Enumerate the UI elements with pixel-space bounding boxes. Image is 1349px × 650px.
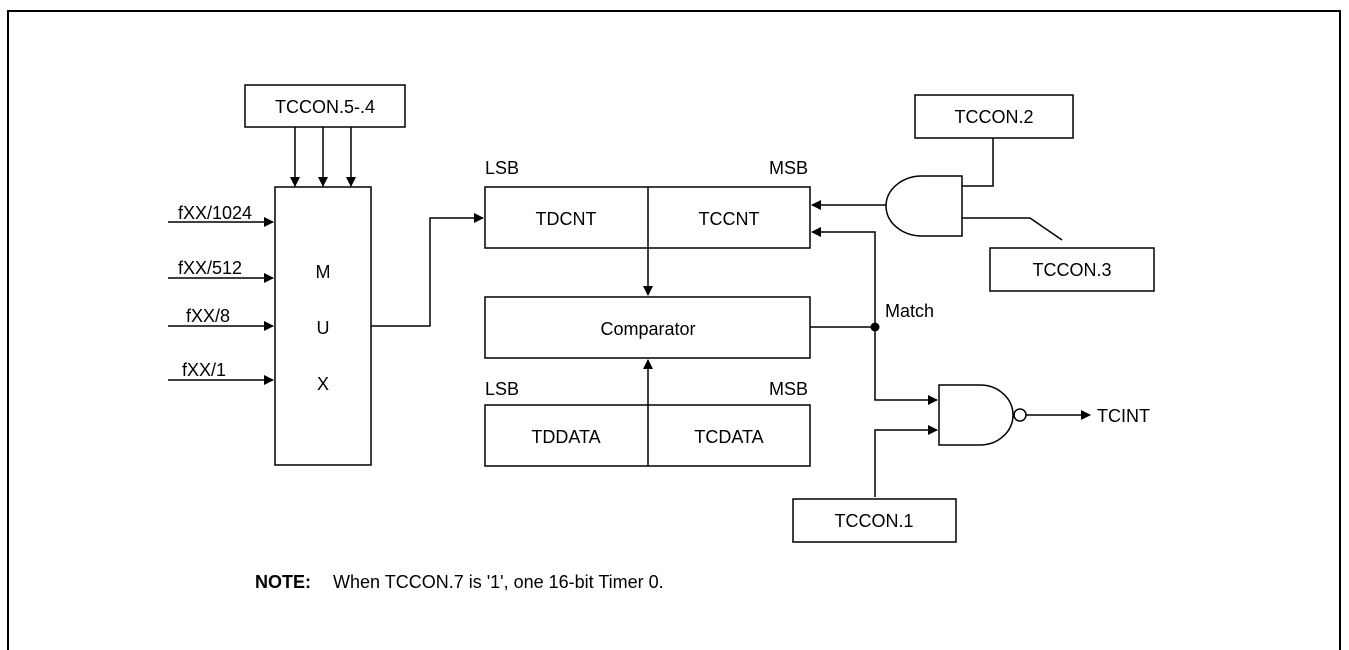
nand-enable-wire <box>874 425 938 497</box>
data-msb-label: MSB <box>769 379 808 399</box>
nand-enable-box <box>792 498 957 543</box>
counter-high-label: TCCNT <box>699 209 760 229</box>
nand-gate <box>938 384 1014 446</box>
note-label: NOTE: <box>255 572 311 592</box>
diagram-frame <box>7 10 1341 650</box>
counter-low-label: TDCNT <box>536 209 597 229</box>
nand-inversion-bubble <box>1013 408 1027 422</box>
nand-enable-label: TCCON.1 <box>834 511 913 531</box>
mux-box <box>274 186 372 466</box>
comparator-box <box>484 296 811 359</box>
counter-msb-label: MSB <box>769 158 808 178</box>
and-input-b-wire <box>962 217 1063 241</box>
and-input-b-label: TCCON.3 <box>1032 260 1111 280</box>
counter-lsb-label: LSB <box>485 158 519 178</box>
mux-input-label-4: fXX/1 <box>182 360 226 380</box>
data-lsb-label: LSB <box>485 379 519 399</box>
and-input-a-wire <box>962 138 994 187</box>
mux-letter-x: X <box>317 374 329 394</box>
and-input-a-box <box>914 94 1074 139</box>
data-low-label: TDDATA <box>531 427 600 447</box>
mux-letter-m: M <box>316 262 331 282</box>
and-input-a-label: TCCON.2 <box>954 107 1033 127</box>
nand-output-label: TCINT <box>1097 406 1150 426</box>
match-clear-wire <box>811 227 876 327</box>
and-input-b-box <box>989 247 1155 292</box>
mux-letter-u: U <box>317 318 330 338</box>
mux-input-label-3: fXX/8 <box>186 306 230 326</box>
comparator-label: Comparator <box>600 319 695 339</box>
match-label: Match <box>885 301 934 321</box>
data-high-label: TCDATA <box>694 427 763 447</box>
match-to-nand-wire <box>874 327 938 405</box>
mux-output-wire <box>371 213 484 327</box>
mux-input-label-2: fXX/512 <box>178 258 242 278</box>
mux-control-label: TCCON.5-.4 <box>275 97 375 117</box>
note: NOTE: When TCCON.7 is '1', one 16-bit Tim… <box>255 572 664 592</box>
and-gate <box>885 175 963 237</box>
mux-control-box <box>244 84 406 128</box>
note-text: When TCCON.7 is '1', one 16-bit Timer 0. <box>333 572 664 592</box>
mux-input-label-1: fXX/1024 <box>178 203 252 223</box>
